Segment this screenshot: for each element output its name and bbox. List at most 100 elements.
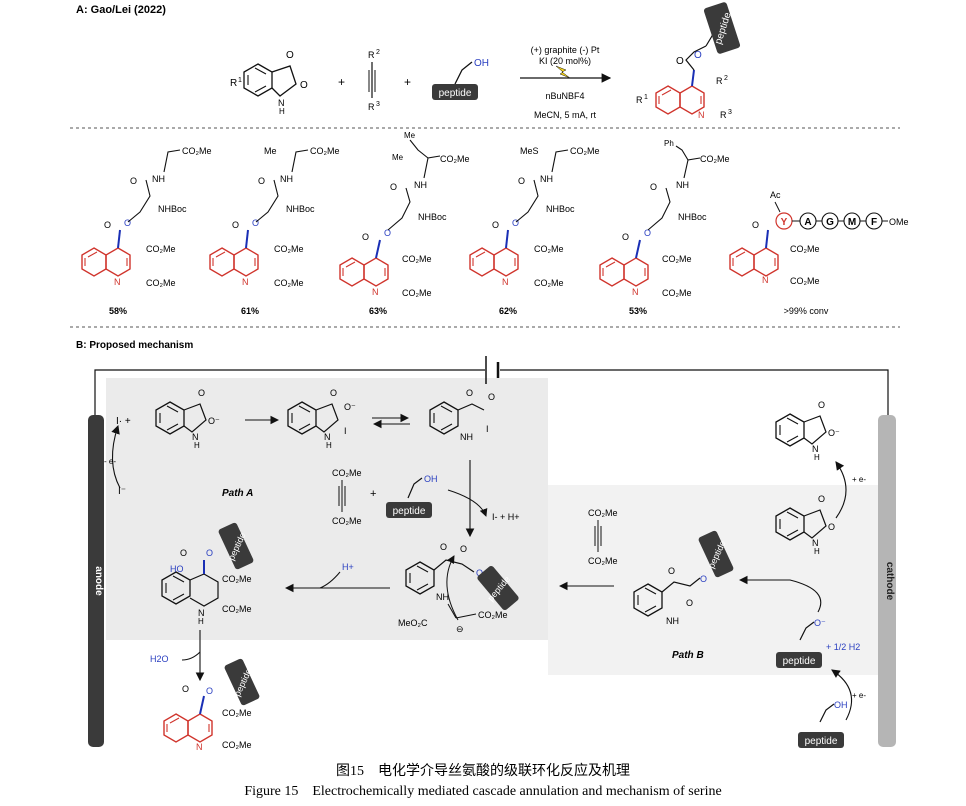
svg-text:2: 2 xyxy=(376,49,380,56)
svg-text:NHBoc: NHBoc xyxy=(546,204,575,214)
svg-text:O: O xyxy=(104,220,111,230)
svg-text:Me: Me xyxy=(392,153,404,162)
residue-m: M xyxy=(848,217,856,228)
svg-text:O: O xyxy=(182,684,189,694)
svg-text:OH: OH xyxy=(834,700,848,710)
svg-text:NH: NH xyxy=(460,432,473,442)
svg-text:CO₂Me: CO₂Me xyxy=(182,146,212,156)
anode-label: anode xyxy=(93,566,104,596)
anode-electrode xyxy=(88,415,104,747)
yield-4: 62% xyxy=(499,306,517,316)
svg-text:N: N xyxy=(372,287,379,297)
section-a-title: A: Gao/Lei (2022) xyxy=(76,4,166,16)
svg-text:O: O xyxy=(440,542,447,552)
svg-text:R: R xyxy=(720,110,727,120)
product-example-3: O O NHBoc O NH Me Me CO₂Me CO₂Me CO₂Me N xyxy=(339,131,470,298)
svg-text:O: O xyxy=(300,80,308,91)
cathode-electrode xyxy=(878,415,896,747)
svg-text:NH: NH xyxy=(414,180,427,190)
svg-text:O: O xyxy=(818,400,825,410)
svg-text:CO₂Me: CO₂Me xyxy=(146,244,176,254)
svg-text:CO₂Me: CO₂Me xyxy=(222,708,252,718)
svg-text:N: N xyxy=(242,277,249,287)
svg-text:N: N xyxy=(762,275,769,285)
svg-text:N: N xyxy=(196,742,203,752)
cathode-electron-gain-1: + e- xyxy=(852,475,866,484)
svg-text:I: I xyxy=(486,424,489,434)
peptide-serine-reactant: OH peptide xyxy=(432,58,489,100)
svg-text:O: O xyxy=(130,176,137,186)
svg-text:O: O xyxy=(232,220,239,230)
product-example-2: O O NHBoc O NH Me CO₂Me CO₂Me CO₂Me N xyxy=(209,146,340,288)
svg-text:O: O xyxy=(286,50,294,61)
svg-text:NH: NH xyxy=(676,180,689,190)
peptide-tag: peptide xyxy=(439,88,472,99)
yield-6: >99% conv xyxy=(784,306,829,316)
caption-english: Figure 15 Electrochemically mediated cas… xyxy=(244,784,721,799)
residue-f: F xyxy=(871,217,877,228)
svg-text:NHBoc: NHBoc xyxy=(286,204,315,214)
svg-text:H: H xyxy=(198,617,204,626)
svg-text:O: O xyxy=(460,544,467,554)
svg-text:O: O xyxy=(258,176,265,186)
svg-text:O: O xyxy=(492,220,499,230)
isatin-anion-cathode: O O⁻ N H xyxy=(775,400,840,462)
product-example-6: O CO₂Me CO₂Me N Ac Y A G M F OMe xyxy=(729,190,909,286)
anode-electron-loss: - e- xyxy=(104,457,116,466)
svg-text:CO₂Me: CO₂Me xyxy=(700,154,730,164)
hydrogen-evolution: + 1/2 H2 xyxy=(826,642,860,652)
cathode-label: cathode xyxy=(884,562,895,601)
svg-text:O⁻: O⁻ xyxy=(344,402,356,412)
peptide-tag: peptide xyxy=(783,656,816,667)
svg-text:O: O xyxy=(206,548,213,558)
svg-text:NH: NH xyxy=(666,616,679,626)
svg-text:O: O xyxy=(198,388,205,398)
svg-text:3: 3 xyxy=(728,109,732,116)
svg-text:CO₂Me: CO₂Me xyxy=(274,278,304,288)
svg-text:H: H xyxy=(814,547,820,556)
peptide-tag: peptide xyxy=(393,506,426,517)
svg-text:R: R xyxy=(230,78,237,89)
final-quinoline-product: O O peptide CO₂Me CO₂Me N xyxy=(163,658,260,752)
svg-text:R: R xyxy=(368,50,375,60)
svg-text:CO₂Me: CO₂Me xyxy=(790,276,820,286)
svg-text:N: N xyxy=(502,277,509,287)
peptide-alkoxide: O⁻ peptide xyxy=(776,618,826,668)
svg-text:O: O xyxy=(476,568,483,578)
peptide-tag: peptide xyxy=(805,736,838,747)
svg-text:O: O xyxy=(512,218,519,228)
path-b-label: Path B xyxy=(672,650,704,661)
svg-text:O⁻: O⁻ xyxy=(208,416,220,426)
residue-y: Y xyxy=(781,217,788,228)
alkyne-reactant: R 2 R 3 xyxy=(368,49,380,112)
svg-text:CO₂Me: CO₂Me xyxy=(310,146,340,156)
svg-text:I: I xyxy=(344,426,347,436)
svg-text:MeO₂C: MeO₂C xyxy=(398,618,428,628)
ring-opened-intermediate: O O I NH xyxy=(429,388,495,442)
svg-text:O: O xyxy=(752,220,759,230)
svg-text:O: O xyxy=(668,566,675,576)
water-label: H2O xyxy=(150,654,169,664)
svg-text:R: R xyxy=(368,102,375,112)
product-example-5: O O NHBoc O NH Ph CO₂Me CO₂Me CO₂Me N xyxy=(599,139,730,298)
condition-catalyst: KI (20 mol%) xyxy=(539,56,591,66)
isatin-anion: O O⁻ N H xyxy=(155,388,220,450)
svg-text:CO₂Me: CO₂Me xyxy=(478,610,508,620)
svg-text:O: O xyxy=(124,218,131,228)
svg-text:CO₂Me: CO₂Me xyxy=(402,288,432,298)
svg-text:O: O xyxy=(518,176,525,186)
condition-solvent: MeCN, 5 mA, rt xyxy=(534,110,597,120)
svg-text:CO₂Me: CO₂Me xyxy=(332,468,362,478)
enolate-intermediate: O O O peptide NH MeO₂C CO₂Me ⊖ xyxy=(398,542,519,634)
svg-text:CO₂Me: CO₂Me xyxy=(222,740,252,750)
svg-text:HO: HO xyxy=(170,564,184,574)
svg-text:NH: NH xyxy=(436,592,449,602)
svg-text:O⁻: O⁻ xyxy=(828,428,840,438)
path-a-label: Path A xyxy=(222,488,253,499)
svg-text:+: + xyxy=(338,75,345,89)
svg-text:CO₂Me: CO₂Me xyxy=(222,604,252,614)
svg-text:OH: OH xyxy=(474,58,489,69)
peptide-sequence: Y A G M F OMe xyxy=(775,212,909,230)
svg-text:H: H xyxy=(814,453,820,462)
